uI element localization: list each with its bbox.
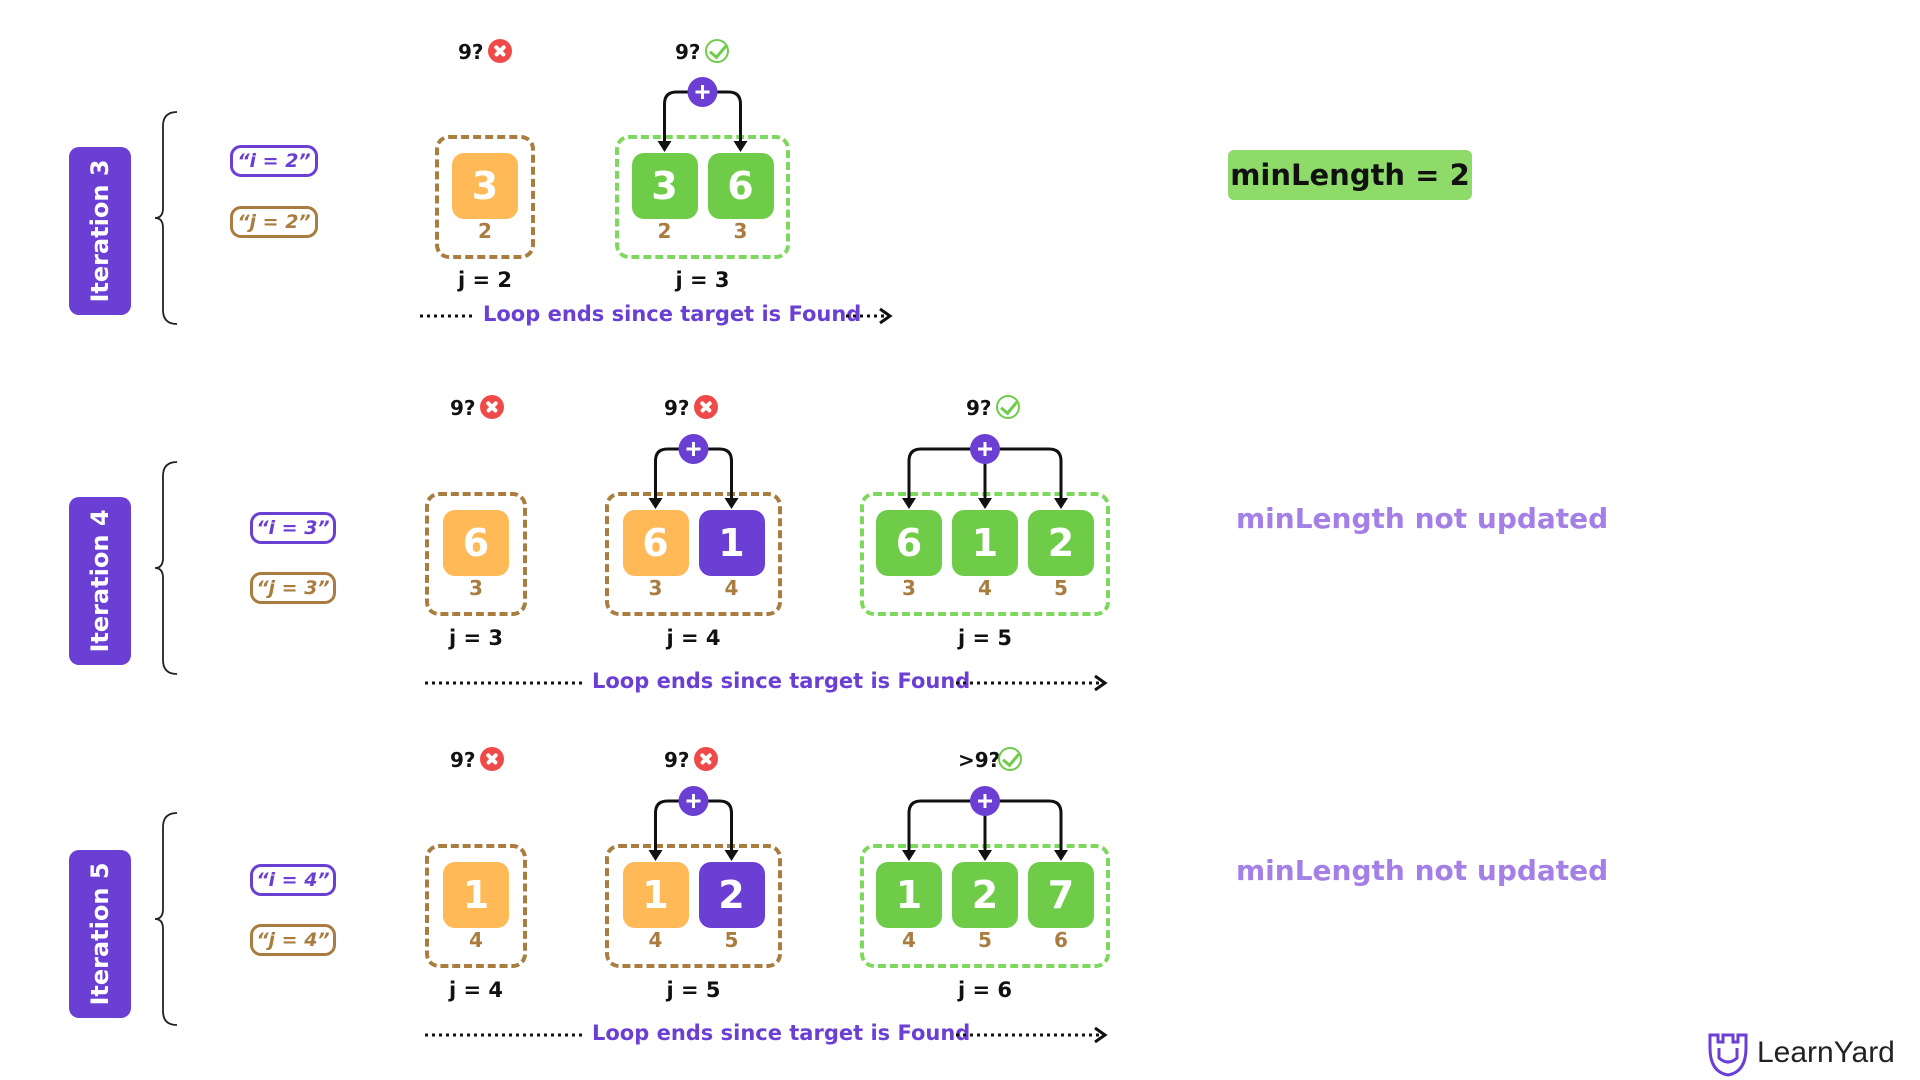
sum-check-label: 9? (458, 40, 484, 64)
array-cell: 6 (876, 510, 942, 576)
j-position-label: j = 4 (448, 978, 504, 1002)
j-position-label: j = 5 (666, 978, 721, 1002)
array-index: 4 (469, 928, 483, 952)
array-cell: 2 (1028, 510, 1094, 576)
iteration-label: Iteration 5 (69, 850, 131, 1018)
array-cell: 1 (952, 510, 1018, 576)
j-position-label: j = 5 (957, 626, 1013, 650)
min-length-badge: minLength = 2 (1228, 150, 1472, 200)
min-length-status: minLength not updated (1236, 502, 1609, 535)
array-index: 6 (1054, 928, 1068, 952)
i-value-pill: “i = 3” (250, 512, 336, 544)
array-index: 2 (478, 219, 492, 243)
check-icon (996, 395, 1020, 419)
subarray-window (425, 844, 527, 968)
iteration-label-text: Iteration 3 (86, 159, 114, 303)
sum-check-label: 9? (450, 396, 476, 420)
iteration-label: Iteration 3 (69, 147, 131, 315)
j-value-pill: “j = 4” (250, 924, 336, 956)
j-position-label: j = 4 (666, 626, 721, 650)
array-index: 5 (724, 928, 739, 952)
array-index: 5 (978, 928, 992, 952)
array-index: 3 (733, 219, 748, 243)
check-icon (998, 747, 1022, 771)
loop-end-note: Loop ends since target is Found (483, 302, 862, 326)
array-cell: 6 (707, 153, 774, 219)
subarray-window (435, 135, 535, 259)
array-cell: 2 (698, 862, 765, 928)
sum-check-label: 9? (966, 396, 992, 420)
cross-icon (694, 747, 718, 771)
array-index: 3 (648, 576, 663, 600)
array-index: 4 (648, 928, 663, 952)
cross-icon (480, 747, 504, 771)
array-index: 4 (978, 576, 992, 600)
array-cell: 1 (698, 510, 765, 576)
array-cell: 1 (876, 862, 942, 928)
j-position-label: j = 2 (457, 268, 513, 292)
array-cell: 1 (443, 862, 509, 928)
i-value-pill: “i = 2” (230, 145, 318, 177)
i-value-pill: “i = 4” (250, 864, 336, 896)
array-index: 3 (469, 576, 483, 600)
array-index: 4 (902, 928, 916, 952)
sum-check-label: 9? (664, 396, 690, 420)
check-icon (705, 39, 729, 63)
loop-end-note: Loop ends since target is Found (592, 669, 971, 693)
array-cell: 2 (952, 862, 1018, 928)
j-value-pill: “j = 3” (250, 572, 336, 604)
cross-icon (488, 39, 512, 63)
sum-check-label: 9? (450, 748, 476, 772)
subarray-window (425, 492, 527, 616)
loop-end-note: Loop ends since target is Found (592, 1021, 971, 1045)
iteration-label-text: Iteration 4 (86, 509, 114, 653)
cross-icon (694, 395, 718, 419)
j-position-label: j = 3 (675, 268, 730, 292)
array-index: 2 (657, 219, 672, 243)
min-length-label: minLength = (1230, 158, 1450, 192)
learnyard-logo-text: LearnYard (1757, 1036, 1895, 1069)
iteration-label-text: Iteration 5 (86, 862, 114, 1006)
iteration-label: Iteration 4 (69, 497, 131, 665)
array-cell: 1 (622, 862, 689, 928)
array-cell: 6 (443, 510, 509, 576)
array-cell: 3 (631, 153, 698, 219)
j-position-label: j = 6 (957, 978, 1013, 1002)
sum-check-label: >9? (958, 748, 1001, 772)
array-cell: 3 (452, 153, 518, 219)
array-index: 4 (724, 576, 739, 600)
min-length-status: minLength not updated (1236, 854, 1609, 887)
array-cell: 6 (622, 510, 689, 576)
sum-check-label: 9? (675, 40, 701, 64)
sum-check-label: 9? (664, 748, 690, 772)
array-index: 5 (1054, 576, 1068, 600)
j-value-pill: “j = 2” (230, 206, 318, 238)
j-position-label: j = 3 (448, 626, 504, 650)
array-index: 3 (902, 576, 916, 600)
array-cell: 7 (1028, 862, 1094, 928)
cross-icon (480, 395, 504, 419)
min-length-value: 2 (1449, 158, 1470, 192)
